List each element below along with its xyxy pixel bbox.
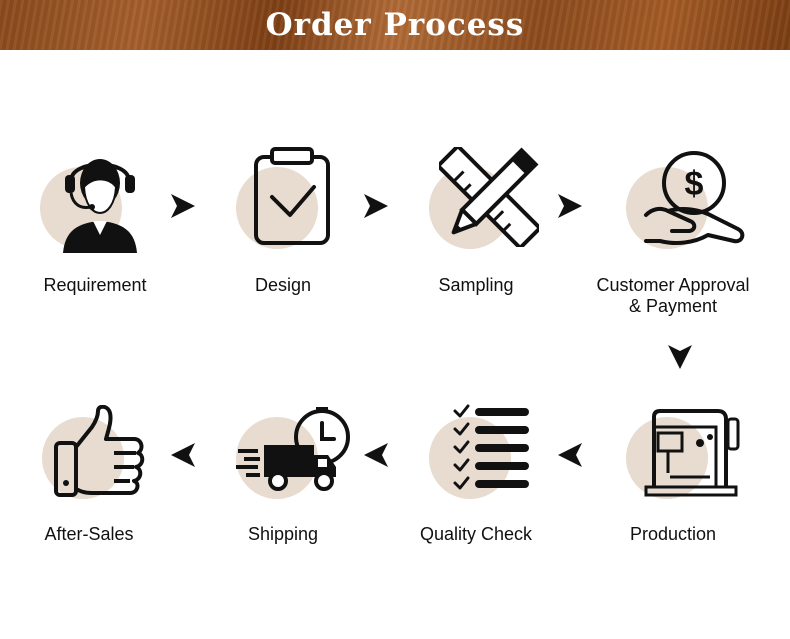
step-label: Quality Check bbox=[419, 524, 533, 544]
arrow-right-icon bbox=[171, 194, 195, 218]
hand-coin-icon: $ bbox=[644, 151, 745, 245]
arrow-down-icon bbox=[668, 345, 692, 369]
step-quality-check: Quality Check bbox=[381, 395, 571, 545]
pencil-ruler-icon bbox=[439, 147, 539, 247]
arrow-left-icon bbox=[171, 443, 195, 467]
step-label: Shipping bbox=[247, 524, 319, 544]
step-label: Design bbox=[254, 275, 312, 295]
step-production: Production bbox=[578, 395, 768, 545]
page-title: Order Process bbox=[265, 7, 525, 43]
checklist-icon bbox=[453, 404, 529, 490]
step-shipping: Shipping bbox=[188, 395, 378, 545]
svg-text:$: $ bbox=[685, 165, 704, 203]
header-banner: Order Process bbox=[0, 0, 790, 50]
step-label: Requirement bbox=[43, 275, 147, 295]
arrow-right-icon bbox=[364, 194, 388, 218]
step-design: Design bbox=[188, 145, 378, 296]
sewing-machine-icon bbox=[644, 409, 740, 497]
step-label: Production bbox=[629, 524, 717, 544]
thumbs-up-icon bbox=[54, 405, 145, 497]
delivery-truck-clock-icon bbox=[236, 407, 350, 491]
step-label: After-Sales bbox=[44, 524, 134, 544]
step-customer-approval-payment: $ Customer Approval & Payment bbox=[578, 145, 768, 317]
arrow-left-icon bbox=[558, 443, 582, 467]
headset-agent-icon bbox=[63, 159, 137, 253]
step-label: Sampling bbox=[438, 275, 514, 295]
step-sampling: Sampling bbox=[381, 145, 571, 296]
step-label: Customer Approval & Payment bbox=[596, 275, 750, 316]
arrow-right-icon bbox=[558, 194, 582, 218]
step-requirement: Requirement bbox=[0, 145, 190, 296]
step-after-sales: After-Sales bbox=[0, 395, 184, 545]
arrow-left-icon bbox=[364, 443, 388, 467]
clipboard-check-icon bbox=[254, 147, 330, 245]
